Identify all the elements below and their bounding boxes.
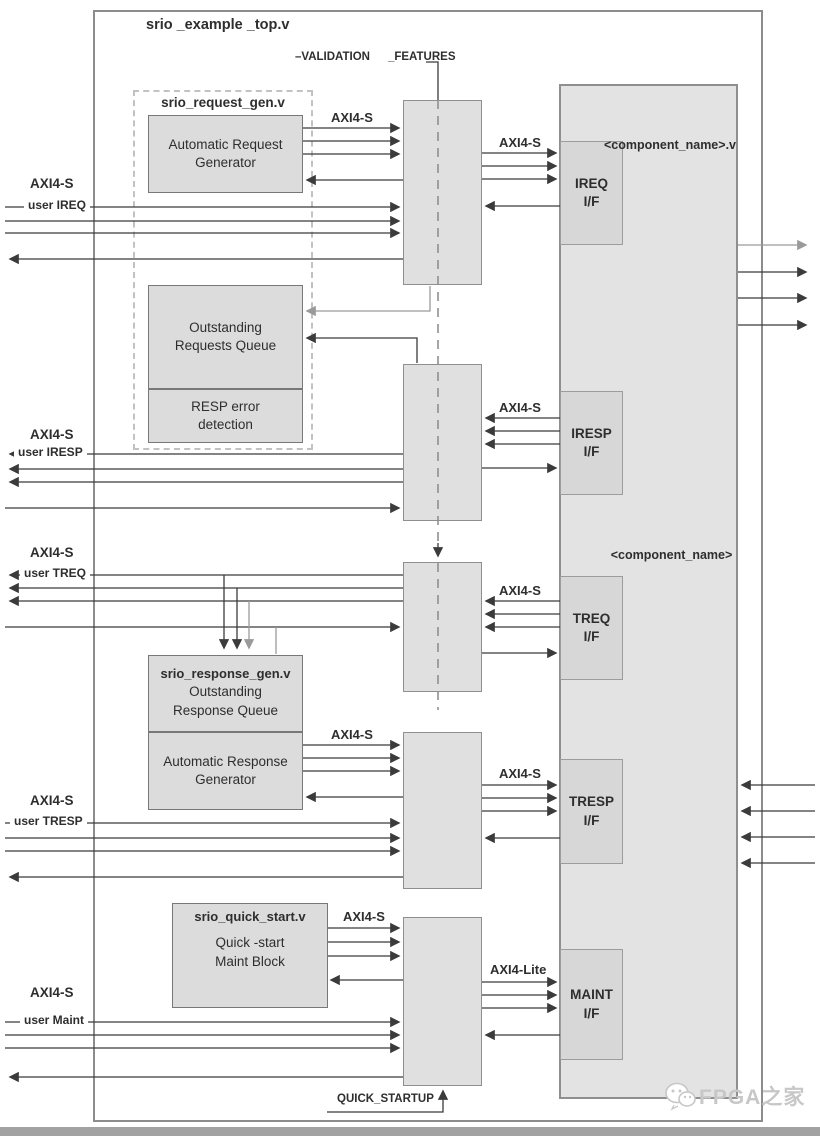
- bus-label-mux-tresp: AXI4-S: [499, 766, 541, 781]
- treq-if-block: TREQ I/F: [560, 576, 623, 680]
- auto-request-generator-block: Automatic Request Generator: [148, 115, 303, 193]
- ireq-if-label: IREQ I/F: [574, 175, 608, 209]
- resp-error-detection-section: RESP error detection: [149, 390, 302, 442]
- quick-startup-label: QUICK_STARTUP: [337, 1093, 434, 1105]
- port-name-user-ireq: user IREQ: [24, 198, 91, 213]
- mux-block-treq: [403, 562, 482, 692]
- tresp-if-label: TRESP I/F: [568, 794, 614, 828]
- quick-start-block: srio_quick_start.v Quick -start Maint Bl…: [172, 903, 328, 1008]
- auto-response-generator-section: Automatic Response Generator: [149, 733, 302, 809]
- port-bus-tresp: AXI4-S: [30, 793, 74, 808]
- port-name-user-maint: user Maint: [20, 1013, 89, 1028]
- watermark-text: FPGA之家: [699, 1086, 806, 1109]
- bus-label-mux-ireq: AXI4-S: [499, 135, 541, 150]
- request-gen-group-box: [133, 90, 313, 450]
- validation-label-part2: _FEATURES: [387, 51, 456, 63]
- bottom-bar: [0, 1127, 820, 1136]
- wechat-icon: [665, 1082, 696, 1111]
- outstanding-requests-queue-label: Outstanding Requests Queue: [174, 319, 277, 353]
- port-bus-iresp: AXI4-S: [30, 427, 74, 442]
- mux-block-maint: [403, 917, 482, 1086]
- iresp-if-block: IRESP I/F: [560, 391, 623, 495]
- component-module-name: <component_name>.v: [604, 138, 736, 152]
- maint-if-block: MAINT I/F: [560, 949, 623, 1060]
- outstanding-response-queue-label: Outstanding Response Queue: [172, 684, 279, 718]
- port-name-user-treq: user TREQ: [20, 566, 91, 581]
- port-bus-maint: AXI4-S: [30, 985, 74, 1000]
- bus-label-quick-mux: AXI4-S: [343, 909, 385, 924]
- port-bus-treq: AXI4-S: [30, 545, 74, 560]
- response-gen-block: srio_response_gen.v Outstanding Response…: [148, 655, 303, 810]
- treq-if-label: TREQ I/F: [572, 610, 611, 644]
- outstanding-requests-queue-section: Outstanding Requests Queue: [149, 286, 302, 390]
- response-gen-title: srio_response_gen.v: [160, 666, 291, 682]
- outstanding-requests-queue-block: Outstanding Requests Queue RESP error de…: [148, 285, 303, 443]
- maint-if-label: MAINT I/F: [570, 987, 613, 1021]
- quick-start-body: Quick -start Maint Block: [215, 935, 285, 969]
- validation-label-part1: –VALIDATION: [295, 51, 370, 63]
- top-module-box: [93, 10, 763, 1122]
- port-name-user-tresp: user TRESP: [10, 814, 87, 829]
- ireq-if-block: IREQ I/F: [560, 141, 623, 245]
- request-gen-title: srio_request_gen.v: [161, 95, 285, 110]
- auto-response-generator-label: Automatic Response Generator: [163, 753, 288, 787]
- watermark: FPGA之家: [664, 1081, 805, 1111]
- bus-label-respgen-mux: AXI4-S: [331, 727, 373, 742]
- outstanding-response-queue-section: srio_response_gen.v Outstanding Response…: [149, 656, 302, 733]
- bus-label-iresp-mux: AXI4-S: [499, 400, 541, 415]
- bus-label-reqgen-mux: AXI4-S: [331, 110, 373, 125]
- validation-features-label: –VALIDATION _FEATURES: [295, 51, 456, 64]
- diagram-title: srio _example _top.v: [146, 17, 290, 33]
- mux-block-tresp: [403, 732, 482, 889]
- tresp-if-block: TRESP I/F: [560, 759, 623, 864]
- iresp-if-label: IRESP I/F: [571, 425, 612, 459]
- port-bus-ireq: AXI4-S: [30, 176, 74, 191]
- mux-block-ireq: [403, 100, 482, 285]
- component-instance-name: <component_name>: [610, 548, 733, 562]
- mux-block-iresp: [403, 364, 482, 521]
- port-name-user-iresp: user IRESP: [14, 445, 87, 460]
- bus-label-mux-maint: AXI4-Lite: [490, 962, 547, 977]
- resp-error-detection-label: RESP error detection: [191, 398, 260, 432]
- bus-label-treq-mux: AXI4-S: [499, 583, 541, 598]
- quick-start-title: srio_quick_start.v: [194, 909, 306, 924]
- auto-request-generator-label: Automatic Request Generator: [168, 136, 283, 170]
